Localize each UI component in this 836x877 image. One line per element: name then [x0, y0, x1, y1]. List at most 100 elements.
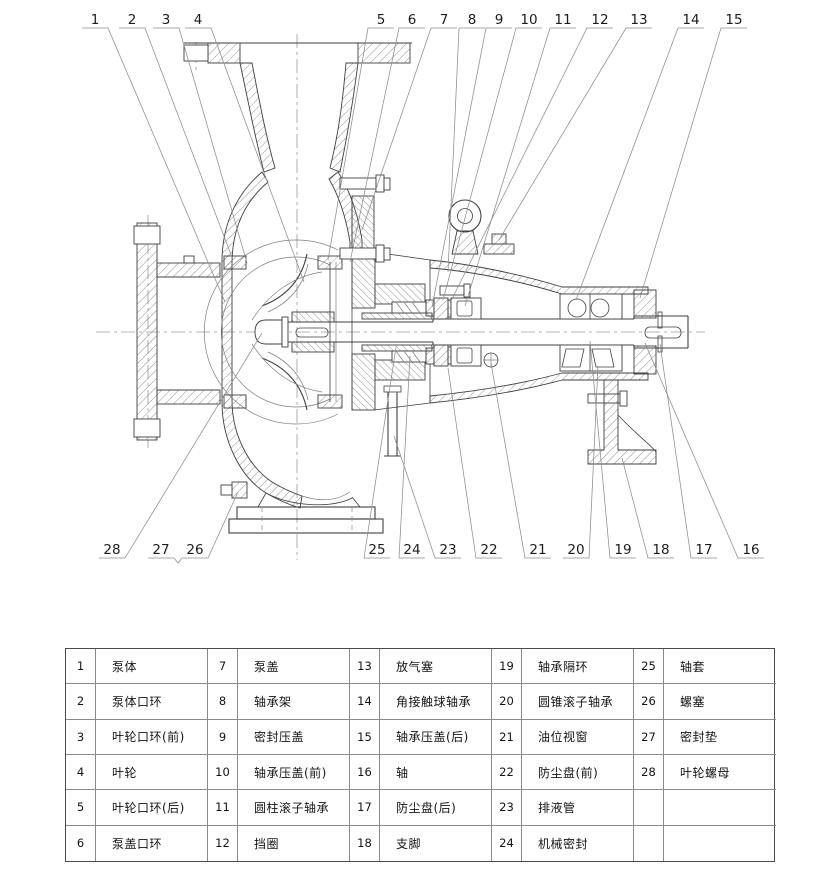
pump-cover	[351, 195, 431, 411]
callout-26: 26	[182, 491, 239, 559]
svg-text:15: 15	[725, 12, 742, 28]
callout-12: 12	[449, 12, 613, 304]
part-name-cell: 轴承压盖(后)	[380, 719, 492, 755]
svg-text:8: 8	[468, 12, 477, 28]
svg-text:19: 19	[614, 542, 631, 558]
rear-dust-plate	[657, 311, 663, 329]
impeller-nut	[254, 319, 283, 345]
part-number-cell: 22	[492, 754, 522, 791]
svg-text:26: 26	[186, 542, 203, 558]
svg-text:12: 12	[591, 12, 608, 28]
part-number-cell: 21	[492, 719, 522, 755]
svg-text:7: 7	[440, 12, 449, 28]
part-name-cell: 密封压盖	[238, 719, 350, 755]
callout-1: 1	[82, 12, 226, 303]
callout-25: 25	[363, 346, 397, 559]
svg-text:4: 4	[194, 12, 203, 28]
callout-14: 14	[575, 12, 704, 301]
svg-text:23: 23	[439, 542, 456, 558]
part-number-cell: 3	[66, 719, 96, 755]
part-number-cell: 19	[492, 649, 522, 685]
svg-text:17: 17	[695, 542, 712, 558]
empty-cell	[664, 826, 776, 861]
empty-cell	[664, 790, 776, 826]
part-number-cell: 25	[634, 649, 664, 685]
part-number-cell: 23	[492, 790, 522, 826]
callout-9: 9	[431, 12, 512, 308]
part-name-cell: 叶轮螺母	[664, 755, 776, 791]
svg-text:21: 21	[529, 542, 546, 558]
part-name-cell: 轴套	[664, 649, 776, 685]
callout-15: 15	[639, 12, 747, 299]
svg-text:1: 1	[91, 12, 100, 28]
callout-28: 28	[99, 332, 263, 559]
part-number-cell: 1	[66, 649, 96, 685]
support-foot	[587, 379, 657, 465]
svg-text:9: 9	[495, 12, 504, 28]
part-number-cell: 15	[350, 719, 380, 755]
callout-17: 17	[659, 343, 717, 559]
air-vent-plug	[491, 233, 507, 245]
callout-13: 13	[498, 12, 652, 241]
callout-22: 22	[447, 367, 502, 559]
part-name-cell: 泵盖口环	[96, 825, 208, 861]
svg-text:13: 13	[630, 12, 647, 28]
part-name-cell: 泵体口环	[96, 684, 208, 720]
part-name-cell: 轴承架	[238, 684, 350, 720]
svg-text:24: 24	[403, 542, 420, 558]
part-number-cell: 17	[350, 790, 380, 826]
front-bearing	[433, 297, 482, 367]
part-name-cell: 排液管	[522, 790, 634, 826]
part-number-cell: 14	[350, 684, 380, 720]
part-number-cell: 16	[350, 754, 380, 791]
part-number-cell: 9	[208, 719, 238, 755]
part-name-cell: 泵盖	[238, 649, 350, 685]
part-number-cell: 18	[350, 825, 380, 861]
pedestal	[228, 492, 384, 534]
drain-plug	[220, 481, 248, 499]
part-number-cell: 4	[66, 754, 96, 791]
part-name-cell: 放气塞	[380, 649, 492, 685]
part-name-cell: 泵体	[96, 649, 208, 685]
callout-19: 19	[589, 340, 636, 559]
part-name-cell: 轴承压盖(前)	[238, 754, 350, 791]
callout-20: 20	[563, 365, 599, 559]
stud-bolts	[339, 174, 471, 298]
callout-16: 16	[644, 342, 764, 559]
part-name-cell: 支脚	[380, 825, 492, 861]
callout-23: 23	[393, 435, 461, 559]
part-number-cell: 6	[66, 825, 96, 861]
callout-24: 24	[398, 355, 425, 559]
vent-boss	[483, 243, 515, 255]
part-name-cell: 叶轮	[96, 754, 208, 791]
part-number-cell: 2	[66, 684, 96, 720]
callout-3: 3	[153, 12, 248, 264]
svg-text:25: 25	[368, 542, 385, 558]
callout-11: 11	[464, 12, 576, 307]
part-name-cell: 机械密封	[522, 825, 634, 861]
pump-cross-section-drawing: 1 2 3 4 5 6 7 8 9 10 11 12	[82, 12, 764, 564]
part-name-cell: 轴	[380, 754, 492, 791]
svg-text:22: 22	[480, 542, 497, 558]
empty-cell	[634, 790, 664, 826]
svg-text:28: 28	[103, 542, 120, 558]
part-number-cell: 7	[208, 649, 238, 685]
part-name-cell: 油位视窗	[522, 719, 634, 755]
part-name-cell: 角接触球轴承	[380, 684, 492, 720]
suction-flange	[133, 222, 221, 441]
empty-cell	[634, 825, 664, 861]
svg-text:14: 14	[682, 12, 699, 28]
callout-2: 2	[119, 12, 234, 261]
svg-text:2: 2	[128, 12, 137, 28]
svg-text:10: 10	[520, 12, 537, 28]
svg-text:18: 18	[652, 542, 669, 558]
part-name-cell: 挡圈	[238, 825, 350, 861]
part-number-cell: 10	[208, 754, 238, 791]
lifting-eye	[448, 199, 482, 255]
svg-text:11: 11	[554, 12, 571, 28]
part-name-cell: 圆锥滚子轴承	[522, 684, 634, 720]
part-number-cell: 28	[634, 754, 664, 791]
svg-text:6: 6	[408, 12, 417, 28]
part-name-cell: 轴承隔环	[522, 649, 634, 685]
